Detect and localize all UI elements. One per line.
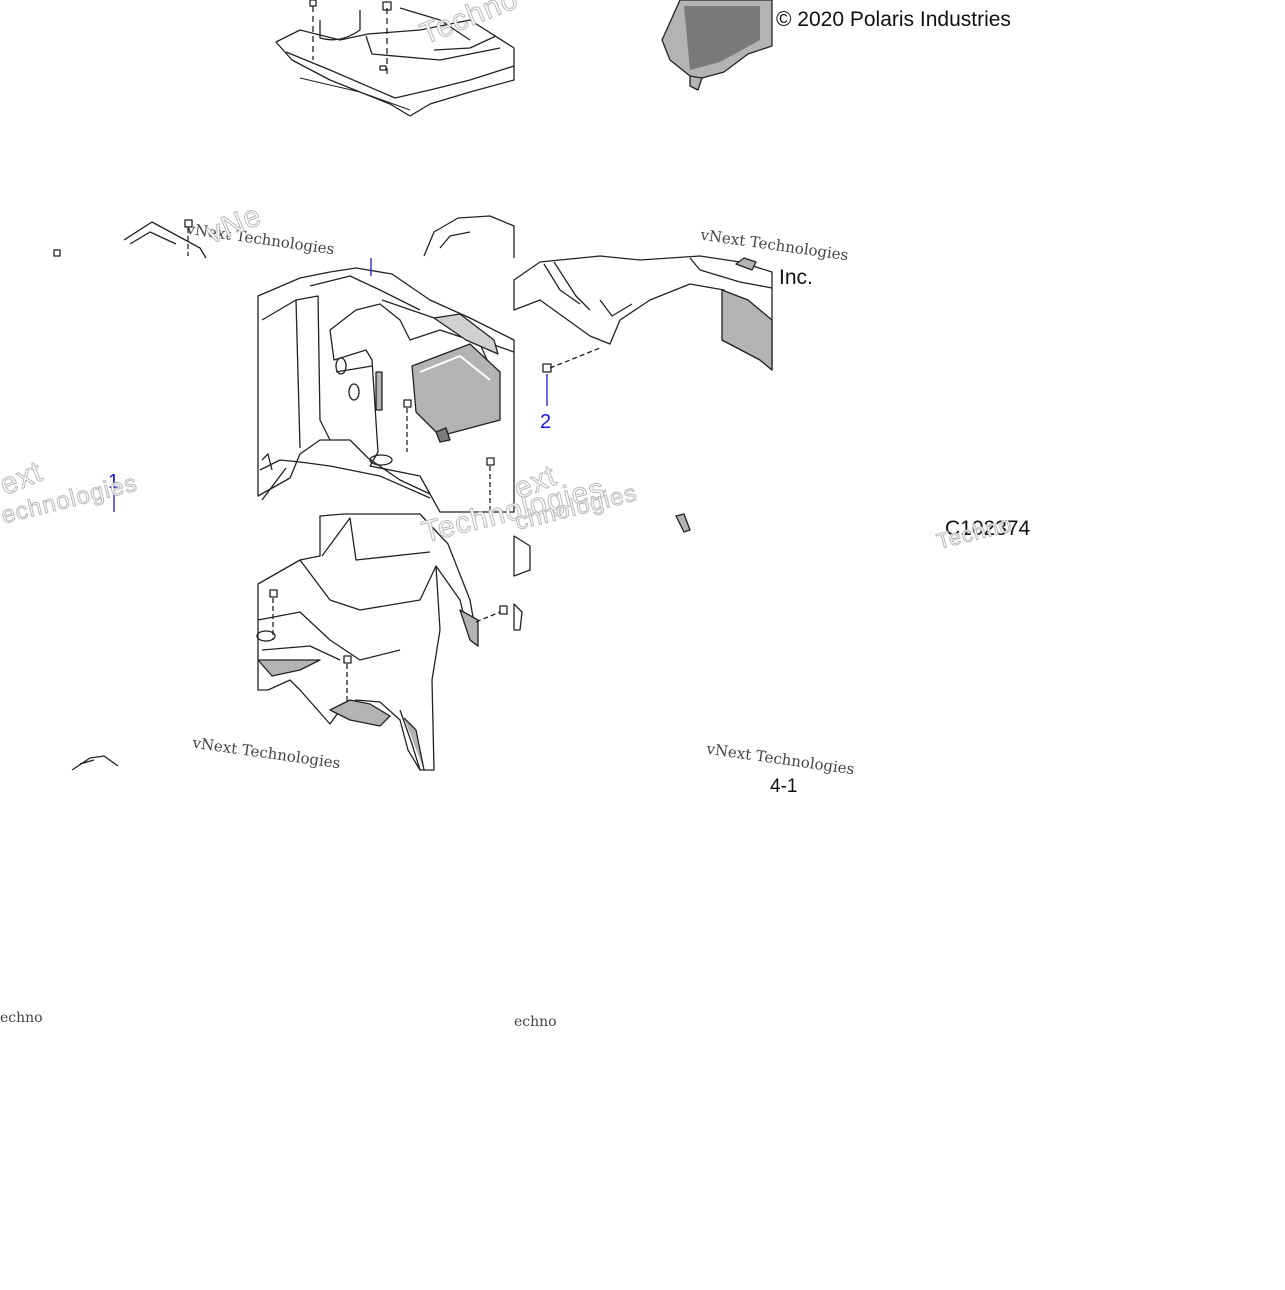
callout-1: 1 xyxy=(108,471,120,493)
side-panel-drawing xyxy=(513,255,773,406)
copyright-text: © 2020 Polaris Industries xyxy=(776,8,1011,31)
page-number: 4-1 xyxy=(770,776,798,797)
diagram-code: C102374 xyxy=(945,517,1031,540)
clip-fragments-drawing xyxy=(53,215,515,259)
floor-panel-drawing xyxy=(275,0,515,117)
callout-2: 2 xyxy=(540,411,552,433)
dash-panel-drawing xyxy=(257,258,515,513)
bracket-drawing xyxy=(661,0,773,91)
copyright-suffix: Inc. xyxy=(779,266,813,289)
lower-shroud-drawing xyxy=(71,494,691,771)
